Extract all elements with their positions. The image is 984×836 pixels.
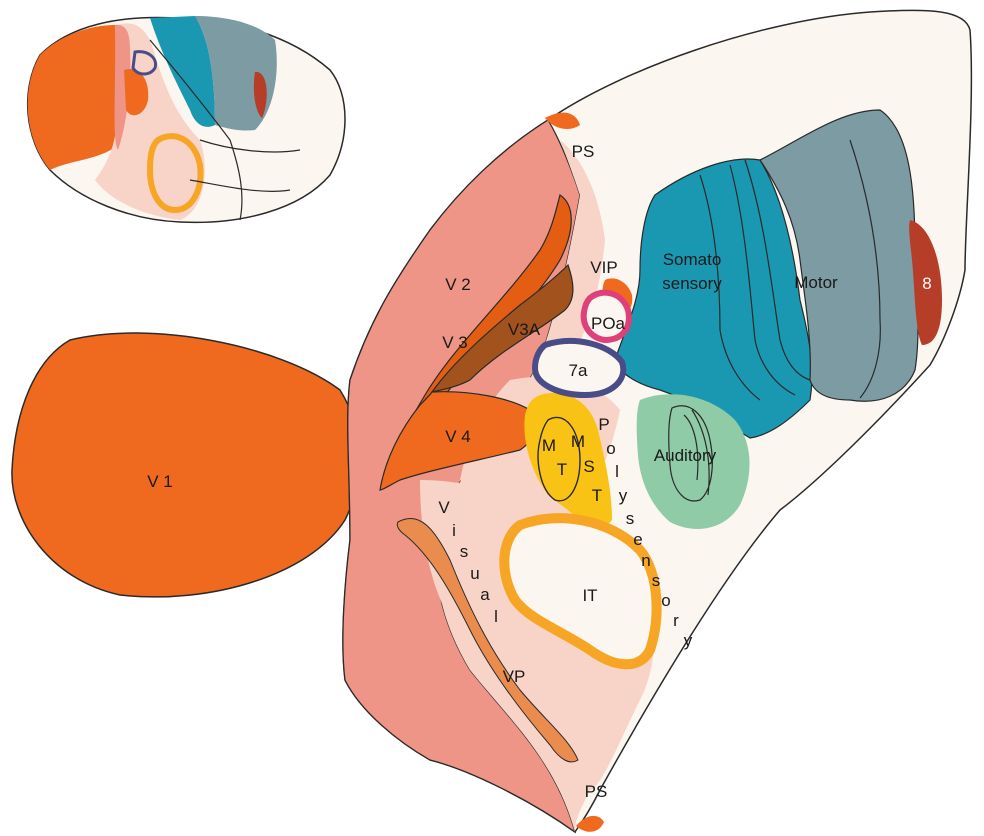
it-label: IT [582, 586, 597, 605]
polysensory-letter: s [626, 509, 635, 528]
visual-letter: V [438, 498, 450, 517]
visual-letter: s [460, 542, 469, 561]
v3a-label: V3A [508, 320, 541, 339]
cortex-main [343, 10, 971, 832]
visual-letter: a [480, 585, 490, 604]
polysensory-letter: n [641, 551, 650, 570]
polysensory-letter: o [606, 439, 615, 458]
polysensory-letter: y [619, 486, 628, 505]
polysensory-letter: e [633, 530, 642, 549]
polysensory-letter: l [615, 462, 619, 481]
poa-label: POa [591, 314, 626, 333]
v1-region [12, 333, 359, 597]
v3-label: V 3 [442, 333, 468, 352]
motor-label: Motor [794, 273, 838, 292]
v1-label: V 1 [147, 472, 173, 491]
v1-area: V 1 [12, 333, 359, 597]
polysensory-letter: r [673, 611, 679, 630]
mst-label-t: T [592, 486, 602, 505]
polysensory-letter: o [661, 591, 670, 610]
seven-a-label: 7a [569, 361, 588, 380]
polysensory-letter: P [598, 415, 609, 434]
mt-label-t: T [557, 460, 567, 479]
polysensory-letter: s [652, 571, 661, 590]
inset-brain-lateral-view [28, 16, 345, 222]
auditory-label: Auditory [654, 446, 717, 465]
vp-label: VP [503, 667, 526, 686]
inset-v1-region [28, 25, 120, 170]
vip-label: VIP [590, 258, 617, 277]
v2-label: V 2 [445, 275, 471, 294]
ps-bottom-label: PS [585, 782, 608, 801]
visual-letter: i [452, 521, 456, 540]
mst-label-m: M [571, 432, 585, 451]
area8-label: 8 [922, 274, 931, 293]
visual-letter: l [494, 607, 498, 626]
polysensory-letter: y [684, 631, 693, 650]
somatosensory-label-line1: Somato [663, 250, 722, 269]
visual-letter: u [470, 564, 479, 583]
ps-top-label: PS [572, 142, 595, 161]
mst-label-s: S [583, 457, 594, 476]
mt-label-m: M [542, 436, 556, 455]
somatosensory-label-line2: sensory [662, 274, 722, 293]
v4-label: V 4 [445, 427, 471, 446]
